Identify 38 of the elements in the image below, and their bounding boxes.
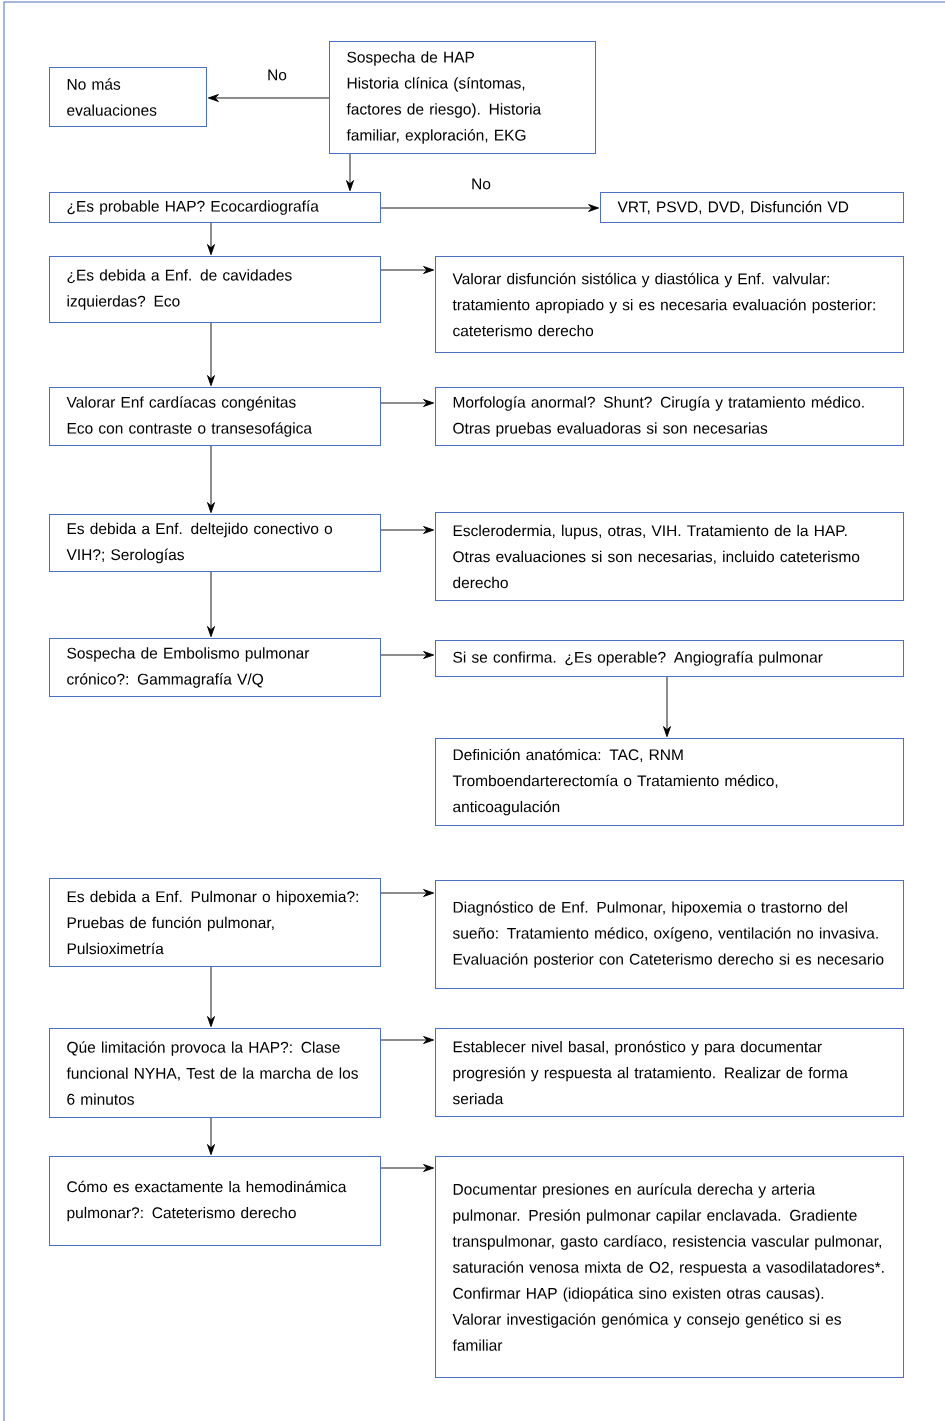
process-box: Esclerodermia, lupus, otras, VIH. Tratamiento de la HAP. Otras evaluaciones si son necesarias, incluido cateterismo derecho [435,512,904,601]
process-box: Qúe limitación provoca la HAP?: Clase funcional NYHA, Test de la marcha de los 6 minutos [49,1028,381,1118]
process-box: Es debida a Enf. deltejido conectivo o VIH?; Serologías [49,514,381,572]
arrow [380,1164,435,1172]
arrow [346,153,354,192]
process-box: Diagnóstico de Enf. Pulmonar, hipoxemia o trastorno del sueño: Tratamiento médico, oxígeno, ventilación no invasiva. Evaluación posterior con Cateterismo derecho si es necesario [435,880,904,989]
process-box: Cómo es exactamente la hemodinámica pulmonar?: Cateterismo derecho [49,1156,381,1246]
arrow [380,889,435,897]
arrow [380,266,435,274]
arrow [380,526,435,534]
arrow [207,445,215,514]
arrow [380,651,435,659]
edge-label: No [265,67,289,83]
arrow [207,322,215,387]
arrow [207,222,215,256]
process-box: Definición anatómica: TAC, RNM Tromboendarterectomía o Tratamiento médico, anticoagulación [435,738,904,826]
process-box: Valorar disfunción sistólica y diastólica y Enf. valvular: tratamiento apropiado y si es necesaria evaluación posterior: cateterismo derecho [435,256,904,353]
process-box: Documentar presiones en aurícula derecha y arteria pulmonar. Presión pulmonar capilar enclavada. Gradiente transpulmonar, gasto cardíaco, resistencia vascular pulmonar, saturación venosa mixta de O2, respuesta a vasodilatadores*. Confirmar HAP (idiopática sino existen otras causas). Valorar investigación genómica y consejo genético si es familiar [435,1156,904,1378]
process-box: No más evaluaciones [49,67,207,127]
arrow [207,94,330,102]
process-box: Establecer nivel basal, pronóstico y para documentar progresión y respuesta al tratamiento. Realizar de forma seriada [435,1028,904,1117]
process-box: Sospecha de Embolismo pulmonar crónico?: Gammagrafía V/Q [49,638,381,697]
edge-label: No [469,176,493,192]
arrow [207,1117,215,1156]
process-box: Si se confirma. ¿Es operable? Angiografía pulmonar [435,640,904,677]
arrow [207,571,215,638]
arrow [663,676,671,738]
process-box: Sospecha de HAP Historia clínica (síntomas, factores de riesgo). Historia familiar, exploración, EKG [329,41,596,154]
arrow [380,1036,435,1044]
process-box: Valorar Enf cardíacas congénitas Eco con contraste o transesofágica [49,387,381,446]
process-box: Morfología anormal? Shunt? Cirugía y tratamiento médico. Otras pruebas evaluadoras si son necesarias [435,387,904,446]
arrow [380,399,435,407]
process-box: Es debida a Enf. Pulmonar o hipoxemia?: Pruebas de función pulmonar, Pulsioximetría [49,878,381,967]
process-box: ¿Es probable HAP? Ecocardiografía [49,192,381,223]
process-box: VRT, PSVD, DVD, Disfunción VD [600,192,904,223]
process-box: ¿Es debida a Enf. de cavidades izquierdas? Eco [49,256,381,323]
arrow [380,204,600,212]
arrow [207,966,215,1028]
